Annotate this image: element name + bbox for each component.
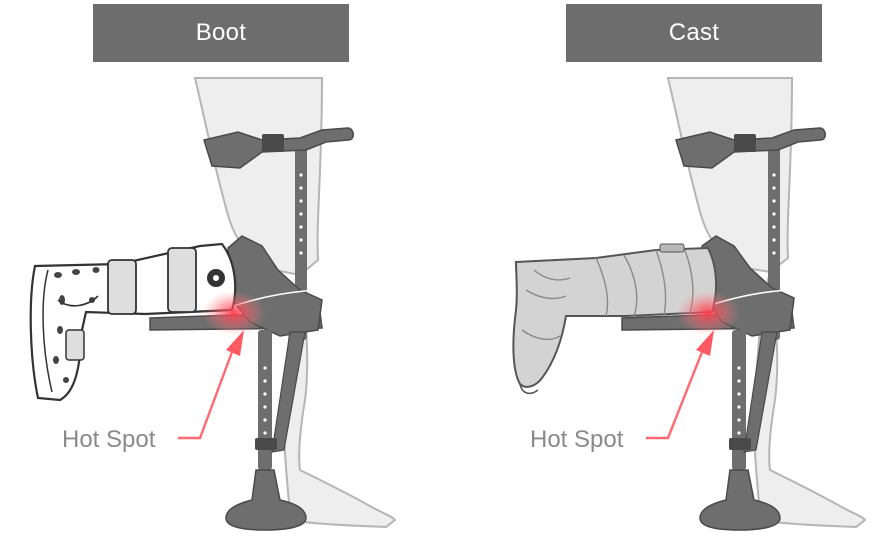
boot-panel: Boot <box>29 4 397 531</box>
boot-illustration: Hot Spot <box>29 77 397 531</box>
boot-hinge-center <box>213 275 219 281</box>
rear-strut <box>271 331 306 453</box>
adjust-holes-lower <box>263 366 267 435</box>
boot-swoosh <box>57 295 99 307</box>
crutch-lower-post <box>258 330 272 470</box>
cast-illustration: Hot Spot <box>512 77 867 531</box>
adjust-holes-lower <box>737 366 741 435</box>
collar <box>255 438 277 450</box>
crutch-lower-post <box>732 330 746 470</box>
cast-shape <box>512 246 718 388</box>
strap-buckle <box>262 134 284 152</box>
cast-hotspot-label: Hot Spot <box>530 426 624 453</box>
cast-toe <box>519 383 539 395</box>
hotspot-arrowhead <box>696 330 714 356</box>
foot-pad <box>225 469 307 531</box>
boot-hotspot-label: Hot Spot <box>62 426 156 453</box>
cast-wrap-lines <box>521 247 694 341</box>
hotspot-glow <box>676 291 740 335</box>
hotspot-glow <box>202 291 266 335</box>
collar <box>729 438 751 450</box>
foot-pad <box>699 469 781 531</box>
rear-strut <box>743 331 778 453</box>
hotspot-arrow <box>178 351 234 440</box>
strap-buckle <box>734 134 756 152</box>
boot-strap-3 <box>65 329 85 361</box>
cast-title: Cast <box>566 4 822 62</box>
boot-strap-1 <box>107 259 137 315</box>
boot-title: Boot <box>93 4 349 62</box>
adjust-holes-upper <box>772 173 776 255</box>
cast-panel: Cast <box>446 0 892 541</box>
hotspot-arrowhead <box>226 330 244 356</box>
adjust-holes-upper <box>299 173 303 255</box>
boot-strap-2 <box>167 247 197 313</box>
boot-tread <box>42 269 53 393</box>
cast-tab <box>659 243 685 253</box>
hotspot-arrow <box>646 351 704 440</box>
